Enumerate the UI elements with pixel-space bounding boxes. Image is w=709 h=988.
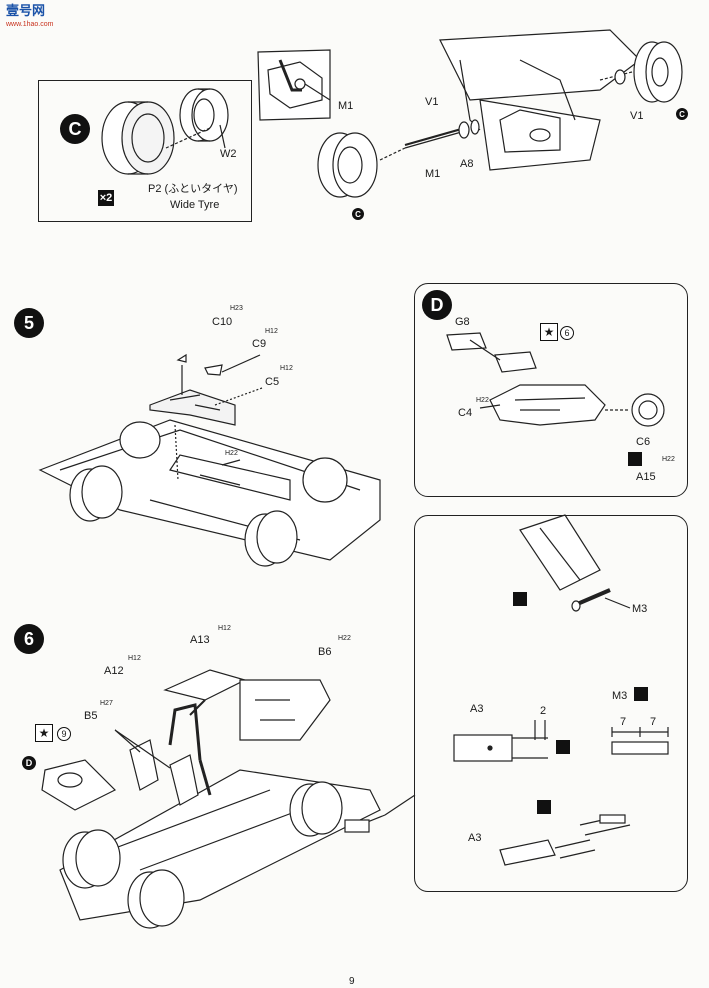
- step-6-badge: 6: [14, 624, 44, 654]
- decal-number-6: 6: [560, 326, 574, 340]
- part-label-g8: G8: [455, 316, 470, 328]
- dimension-2mm: 2: [540, 705, 547, 717]
- color-swap-icon: [628, 452, 642, 466]
- part-label-a3-left: A3: [470, 703, 484, 715]
- part-label-c5: C5: [265, 376, 280, 388]
- step-c-badge: C: [60, 114, 90, 144]
- paint-code-a13: H12: [218, 625, 231, 632]
- part-label-p2-english: Wide Tyre: [170, 199, 220, 211]
- paint-code-a12: H12: [128, 655, 141, 662]
- dashboard-subassembly-illustration: [446, 332, 665, 427]
- paint-chip-icon-1: [513, 592, 527, 606]
- step-d-box: [414, 283, 688, 497]
- part-label-a12: A12: [104, 665, 124, 677]
- part-label-w2: W2: [220, 148, 237, 160]
- part-label-m1-callout: M1: [338, 100, 354, 112]
- paint-code-c5: H12: [280, 365, 293, 372]
- paint-code-b5: H27: [100, 700, 113, 707]
- page-number: 9: [349, 976, 355, 987]
- part-label-b5: B5: [84, 710, 98, 722]
- site-watermark-logo: 壹号网 www.1hao.com: [6, 4, 70, 40]
- decal-number-9: 9: [57, 727, 71, 741]
- part-label-a8: A8: [460, 158, 474, 170]
- part-label-p2: P2 (ふといタイヤ): [148, 183, 238, 195]
- part-label-b6: B6: [318, 646, 332, 658]
- paint-code-c4: H22: [476, 397, 489, 404]
- quantity-x2-icon: ×2: [98, 190, 114, 206]
- decal-star-icon: ★: [540, 323, 558, 341]
- paint-chip-icon-3: [634, 687, 648, 701]
- part-label-a3-bottom: A3: [468, 832, 482, 844]
- axle-detail-box: [414, 515, 688, 892]
- paint-code-floor: H22: [225, 450, 238, 457]
- part-label-c4: C4: [458, 407, 473, 419]
- step-c-box: [38, 80, 252, 222]
- watermark-url: www.1hao.com: [6, 21, 54, 28]
- part-label-m3-top: M3: [632, 603, 648, 615]
- part-label-a13: A13: [190, 634, 210, 646]
- step-d-badge: D: [422, 290, 452, 320]
- part-label-c9: C9: [252, 338, 267, 350]
- part-label-m3-right: M3: [612, 690, 628, 702]
- step-5-badge: 5: [14, 308, 44, 338]
- paint-code-c9: H12: [265, 328, 278, 335]
- part-label-v1-right: V1: [630, 110, 644, 122]
- axle-rod-detail-illustration: [453, 514, 669, 866]
- paint-code-c6: H22: [662, 456, 675, 463]
- decal-star-icon-step6: ★: [35, 724, 53, 742]
- paint-chip-icon-4: [537, 800, 551, 814]
- paint-code-b6: H22: [338, 635, 351, 642]
- part-label-c10: C10: [212, 316, 233, 328]
- part-label-v1-left: V1: [425, 96, 439, 108]
- tyre-wheel-illustration: [101, 88, 229, 175]
- paint-chip-icon-2: [556, 740, 570, 754]
- dimension-7mm-a: 7: [620, 716, 627, 728]
- watermark-text: 壹号网: [6, 3, 46, 18]
- c-marker-right: C: [676, 108, 688, 120]
- c-marker-left: C: [352, 208, 364, 220]
- part-label-m1: M1: [425, 168, 441, 180]
- step5-chassis-illustration: [38, 353, 381, 567]
- paint-code-c10: H23: [230, 305, 243, 312]
- step6-chassis-illustration: [41, 669, 416, 929]
- axle-assembly-illustration: [257, 29, 683, 198]
- part-label-a15: A15: [636, 471, 656, 483]
- part-label-c6: C6: [636, 436, 651, 448]
- dimension-7mm-b: 7: [650, 716, 657, 728]
- d-marker: D: [22, 756, 36, 770]
